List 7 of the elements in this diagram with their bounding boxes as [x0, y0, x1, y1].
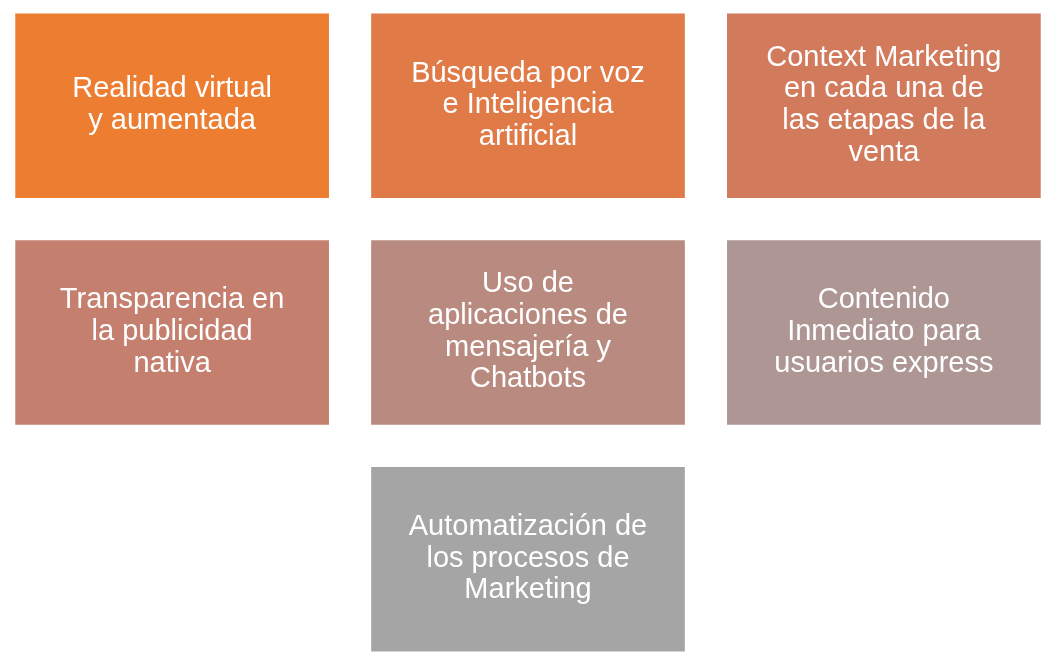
node-box: Transparencia en la publicidad nativa: [14, 240, 329, 425]
node-box: Contenido Inmediato para usuarios express: [726, 240, 1041, 425]
node-box: Realidad virtual y aumentada: [14, 13, 329, 199]
node-box: Uso de aplicaciones de mensajería y Chatbots: [370, 240, 685, 425]
node-box: Automatización de los procesos de Marketing: [370, 466, 685, 652]
node-box: Context Marketing en cada una de las etapas de la venta: [726, 13, 1041, 199]
node-box: Búsqueda por voz e Inteligencia artificial: [370, 13, 685, 199]
